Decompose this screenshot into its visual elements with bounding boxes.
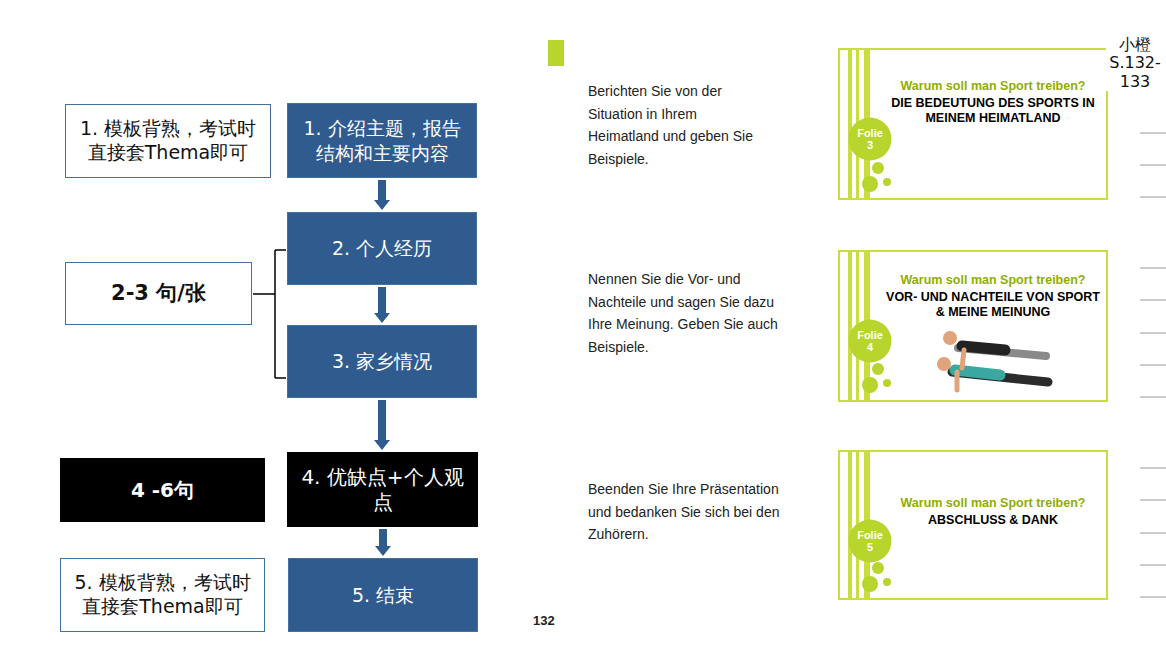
bracket	[253, 250, 286, 378]
slide-title: Warum soll man Sport treiben?	[901, 496, 1086, 511]
circle-outline	[849, 520, 892, 563]
ruled-line	[1140, 133, 1166, 134]
slide-number: Folie 5	[855, 529, 885, 553]
person-arm	[962, 350, 964, 368]
ruled-line	[1140, 300, 1166, 301]
process-box: 5. 结束	[288, 558, 478, 632]
flow-arrow	[379, 529, 387, 547]
bubble	[883, 379, 891, 387]
ruled-line	[1140, 165, 1166, 166]
bubble	[862, 576, 878, 592]
note-text: 1. 模板背熟，考试时直接套Thema即可	[78, 117, 258, 165]
note-text: 5. 模板背熟，考试时直接套Thema即可	[73, 571, 252, 619]
slide-number-circle: Folie 4	[848, 319, 892, 363]
instruction-text: Nennen Sie die Vor- und Nachteile und sa…	[588, 268, 778, 358]
slide-stripe	[848, 50, 852, 198]
watermark: 小橙 S.132-133	[1106, 36, 1164, 91]
note-text: 2-3 句/张	[111, 280, 206, 306]
bubble	[883, 178, 891, 186]
circle-outline	[849, 320, 892, 363]
ruled-line	[1140, 597, 1166, 598]
person-head	[943, 331, 957, 345]
ruled-line	[1140, 565, 1166, 566]
slide-card: Warum soll man Sport treiben? DIE BEDEUTU…	[838, 48, 1108, 200]
ruled-line	[1140, 197, 1166, 198]
step-text: 2. 个人经历	[332, 236, 432, 261]
instruction-text: Beenden Sie Ihre Präsentation und bedank…	[588, 478, 788, 546]
process-box: 3. 家乡情况	[287, 325, 477, 398]
page-number: 132	[533, 613, 563, 628]
note-box: 4 -6句	[60, 458, 265, 522]
circle-outline	[849, 118, 892, 161]
slide-stripe	[848, 452, 852, 598]
process-box: 2. 个人经历	[287, 212, 477, 285]
slide-number: Folie 3	[855, 127, 885, 151]
slide-title: Warum soll man Sport treiben?	[901, 273, 1086, 288]
person-torso	[955, 370, 1000, 375]
slide-number: Folie 4	[855, 329, 885, 353]
bubble	[862, 377, 878, 393]
slide-card: Warum soll man Sport treiben? VOR- UND NA…	[838, 250, 1108, 402]
bubble	[883, 578, 891, 586]
ruled-line	[1140, 397, 1166, 398]
ruled-line	[1140, 468, 1166, 469]
slide-number-circle: Folie 5	[848, 519, 892, 563]
ruled-line	[1140, 268, 1166, 269]
flow-arrow	[378, 400, 386, 441]
person-torso	[962, 346, 1005, 350]
person-arm	[955, 372, 960, 390]
slide-decoration	[848, 50, 891, 598]
slide-stripe	[848, 252, 852, 400]
slide-number-circle: Folie 3	[848, 117, 892, 161]
ruled-line	[1140, 333, 1166, 334]
step-text: 5. 结束	[352, 583, 414, 608]
page-marker	[548, 40, 564, 66]
ruled-line	[1140, 365, 1166, 366]
ruled-line	[1140, 500, 1166, 501]
exercise-illustration	[937, 331, 1048, 390]
note-text: 4 -6句	[131, 478, 194, 503]
note-box: 2-3 句/张	[65, 262, 252, 325]
bubble	[872, 162, 884, 174]
bubble	[862, 176, 878, 192]
person-head	[937, 357, 951, 371]
step-text: 3. 家乡情况	[332, 349, 432, 374]
note-box: 1. 模板背熟，考试时直接套Thema即可	[65, 104, 271, 178]
slide-title: Warum soll man Sport treiben?	[901, 79, 1086, 94]
slide-heading: VOR- UND NACHTEILE VON SPORT & MEINE MEI…	[886, 290, 1100, 320]
step-text: 1. 介绍主题，报告结构和主要内容	[300, 116, 464, 165]
bubble	[872, 363, 884, 375]
slide-heading: DIE BEDEUTUNG DES SPORTS IN MEINEM HEIMA…	[886, 96, 1100, 126]
step-text: 4. 优缺点+个人观点	[299, 465, 466, 515]
ruled-lines	[1140, 133, 1166, 597]
process-box: 1. 介绍主题，报告结构和主要内容	[287, 103, 477, 178]
flow-arrow	[378, 287, 386, 314]
ruled-line	[1140, 533, 1166, 534]
instruction-text: Berichten Sie von der Situation in Ihrem…	[588, 80, 770, 170]
flow-arrow	[378, 180, 386, 201]
process-box: 4. 优缺点+个人观点	[287, 452, 478, 527]
slide-card: Warum soll man Sport treiben? ABSCHLUSS &…	[838, 450, 1108, 600]
slide-heading: ABSCHLUSS & DANK	[928, 513, 1058, 528]
bubble	[872, 562, 884, 574]
note-box: 5. 模板背熟，考试时直接套Thema即可	[60, 558, 265, 632]
